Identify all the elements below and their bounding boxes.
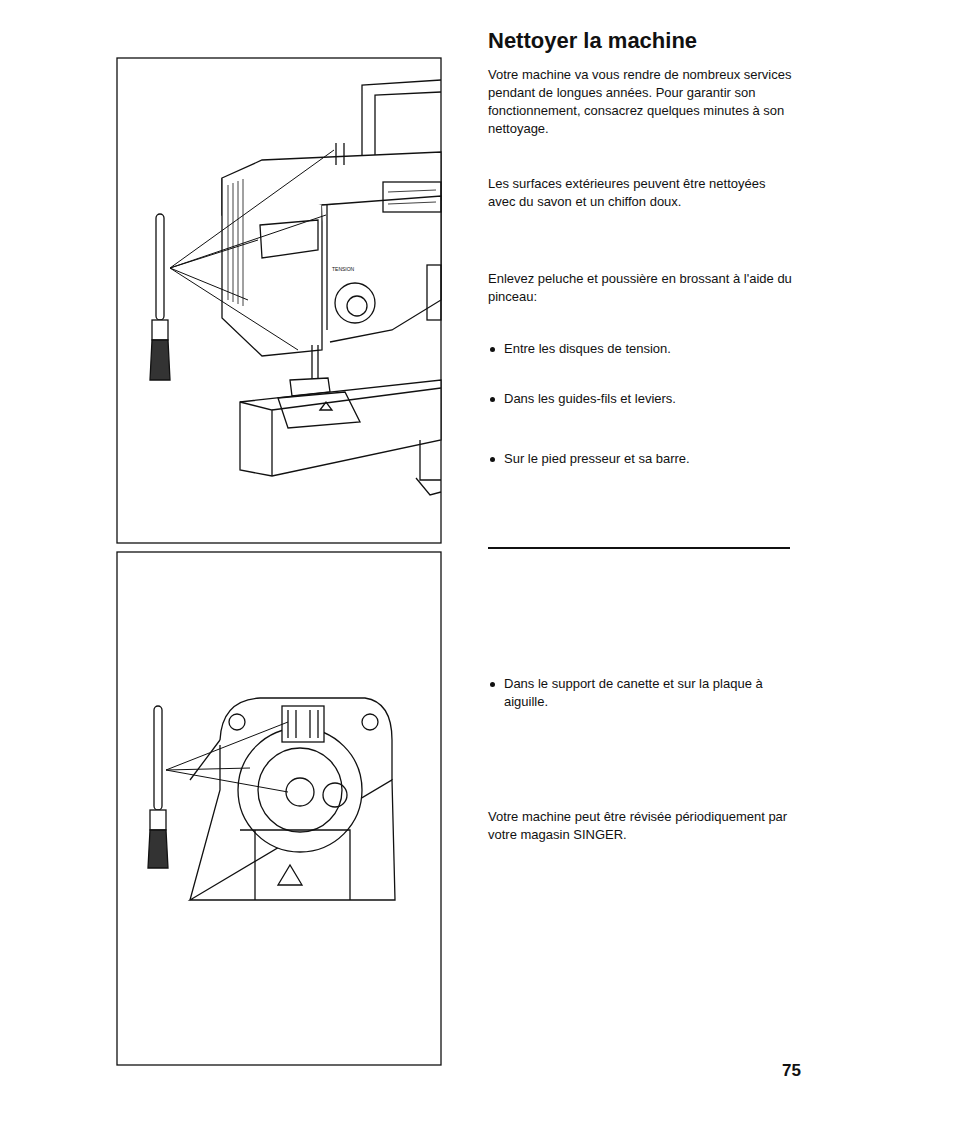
body-text: Dans le support de canette et sur la pla… (504, 675, 793, 711)
panel-frame (117, 58, 441, 543)
bullet-dot (490, 397, 495, 402)
body-text: Sur le pied presseur et sa barre. (504, 450, 793, 468)
body-text: Dans les guides-fils et leviers. (504, 390, 793, 408)
page-number: 75 (782, 1062, 822, 1080)
bullet-dot (490, 347, 495, 352)
brush (148, 706, 168, 868)
rule-line (488, 547, 790, 549)
sewing-machine (222, 80, 441, 495)
panel-frame (117, 552, 441, 1065)
bullet-dot (490, 457, 495, 462)
dial-label: TENSION (332, 266, 372, 273)
body-text: Les surfaces extérieures peuvent être ne… (488, 175, 793, 211)
leader-line (170, 150, 334, 350)
bobbin-area (190, 698, 395, 900)
body-text: Enlevez peluche et poussière en brossant… (488, 270, 793, 306)
body-text: Votre machine peut être révisée périodiq… (488, 808, 793, 844)
body-text: Entre les disques de tension. (504, 340, 793, 358)
body-text: Votre machine va vous rendre de nombreux… (488, 66, 793, 138)
leader-line (166, 722, 288, 792)
brush (150, 214, 170, 380)
page-title: Nettoyer la machine (488, 28, 697, 54)
bullet-dot (490, 682, 495, 687)
